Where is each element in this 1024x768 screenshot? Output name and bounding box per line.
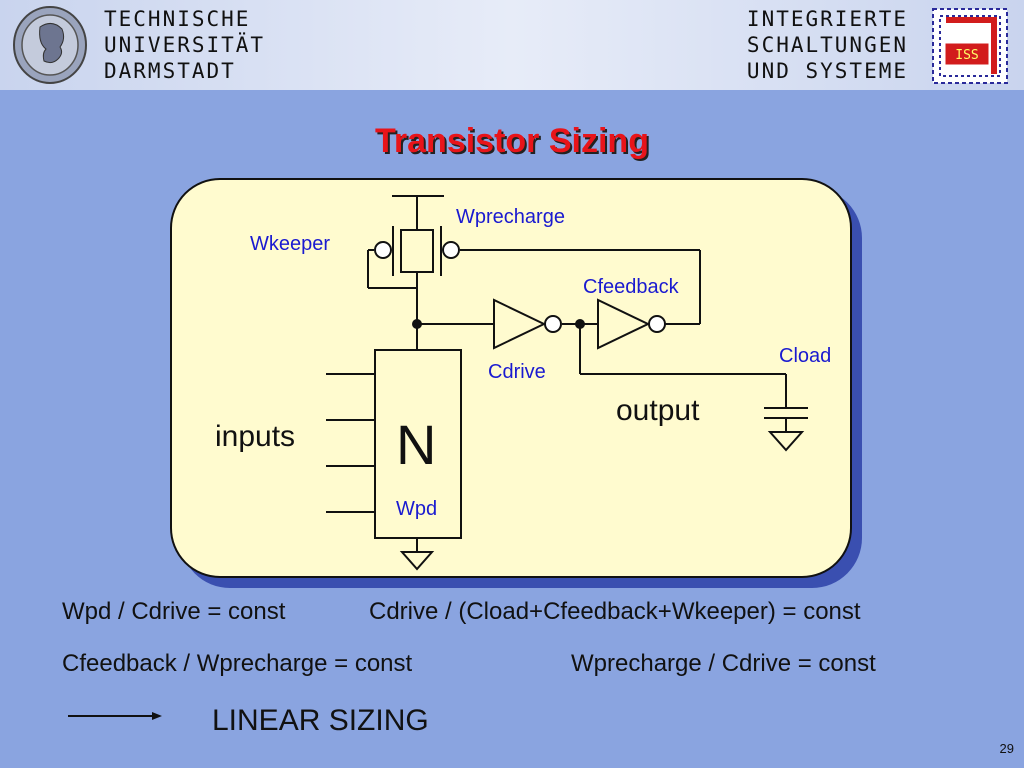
page-number: 29 — [999, 741, 1014, 756]
cfeedback-label: Cfeedback — [583, 276, 679, 298]
header-left-line: TECHNISCHE — [104, 7, 251, 31]
equation-4: Wprecharge / Cdrive = const — [571, 650, 876, 677]
inputs-label: inputs — [215, 420, 296, 453]
output-label: output — [616, 394, 700, 427]
university-seal-icon — [13, 6, 87, 84]
wpd-label: Wpd — [396, 498, 438, 520]
page-title: Transistor Sizing — [375, 122, 649, 160]
n-block-label: N — [396, 413, 437, 476]
circuit-panel — [170, 178, 852, 578]
cdrive-label: Cdrive — [488, 361, 546, 383]
iss-logo-text: ISS — [955, 48, 978, 63]
cload-label: Cload — [779, 345, 832, 367]
linear-sizing-text: LINEAR SIZING — [212, 704, 429, 737]
header-bar — [0, 0, 1024, 90]
iss-logo: ISS — [932, 8, 1008, 84]
wprecharge-label: Wprecharge — [456, 206, 565, 228]
institute-name: INTEGRIERTE SCHALTUNGEN UND SYSTEME — [747, 6, 908, 84]
header-left-line: UNIVERSITÄT — [104, 33, 266, 57]
wkeeper-label: Wkeeper — [250, 233, 331, 255]
header-right-line: SCHALTUNGEN — [746, 33, 908, 57]
header-right-line: UND SYSTEME — [746, 59, 908, 83]
header-left-line: DARMSTADT — [104, 59, 236, 83]
equation-3: Cfeedback / Wprecharge = const — [62, 650, 413, 677]
equation-2: Cdrive / (Cload+Cfeedback+Wkeeper) = con… — [369, 598, 861, 625]
equation-1: Wpd / Cdrive = const — [62, 598, 286, 625]
header-right-line: INTEGRIERTE — [746, 7, 908, 31]
university-name: TECHNISCHE UNIVERSITÄT DARMSTADT — [104, 6, 265, 84]
